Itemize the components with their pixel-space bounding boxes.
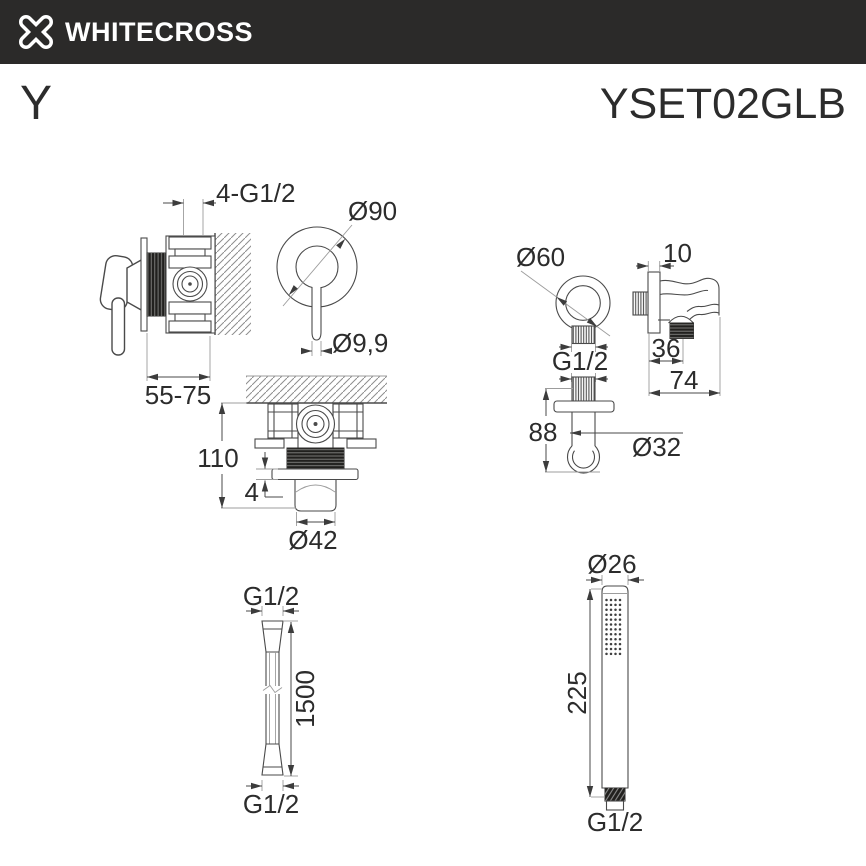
mixer-front-view: Ø90 Ø9,9 — [276, 196, 397, 358]
mixer-top-view: 110 4 Ø42 — [197, 375, 387, 555]
series-title: Y — [20, 77, 53, 130]
dim-label-holder-height: 88 — [529, 417, 558, 447]
holder-boss-thread — [670, 323, 694, 339]
dim-label-outlet-thread: G1/2 — [552, 346, 608, 376]
dim-label-plate-thickness: 10 — [663, 238, 692, 268]
handshower-body — [601, 585, 629, 789]
dim-label-ring-diameter: Ø32 — [632, 432, 681, 462]
handshower-view: Ø26 — [562, 549, 644, 837]
outlet-side-view: 10 36 74 — [632, 238, 721, 397]
holder-thread — [571, 376, 596, 402]
holder-ring — [566, 445, 601, 474]
outlet-front-view: Ø60 G1/2 — [516, 242, 611, 383]
wall-hatch — [215, 233, 251, 335]
spray-nozzles — [605, 598, 622, 656]
dim-label-shower-diameter: Ø26 — [587, 549, 636, 579]
outlet-thread — [571, 325, 596, 345]
dim-label-depth: 55-75 — [145, 380, 212, 410]
dim-label-trim-diameter: Ø90 — [348, 196, 397, 226]
dim-label-handle-diameter: Ø9,9 — [332, 328, 388, 358]
threaded-sleeve — [147, 253, 165, 316]
brand-header-bar: WHITECROSS — [0, 0, 866, 64]
dim-label-hose-length: 1500 — [290, 670, 320, 728]
dim-label-offset: 36 — [652, 333, 681, 363]
dim-label-height: 110 — [197, 443, 238, 473]
holder-front-view: 88 Ø32 — [529, 376, 683, 474]
dim-label-hose-top-thread: G1/2 — [243, 581, 299, 611]
dim-label-hose-bottom-thread: G1/2 — [243, 789, 299, 819]
trim-dome — [294, 478, 337, 512]
dim-label-shower-thread: G1/2 — [587, 807, 643, 837]
brand-name: WHITECROSS — [65, 16, 254, 47]
dim-label-dome-diameter: Ø42 — [288, 525, 337, 555]
handshower-connector — [605, 788, 625, 801]
hose-top-fitting — [261, 620, 284, 653]
hose-break-symbol — [262, 684, 283, 694]
whitecross-logo-icon — [19, 15, 53, 49]
dim-label-plate: 4 — [245, 477, 259, 507]
ceiling-hatch — [246, 376, 387, 403]
model-number: YSET02GLB — [599, 80, 846, 128]
dim-label-holder-depth: 74 — [670, 365, 699, 395]
mixer-side-view: 4-G1/2 55-75 — [99, 178, 296, 410]
hose-view: G1/2 G1/2 150 — [243, 581, 320, 819]
dim-label-shower-length: 225 — [562, 671, 592, 714]
handle-lever-front — [311, 287, 322, 341]
inlet-thread — [632, 291, 649, 316]
dim-label-ports: 4-G1/2 — [216, 178, 296, 208]
hose-bottom-fitting — [261, 743, 284, 776]
dim-label-outlet-diameter: Ø60 — [516, 242, 565, 272]
